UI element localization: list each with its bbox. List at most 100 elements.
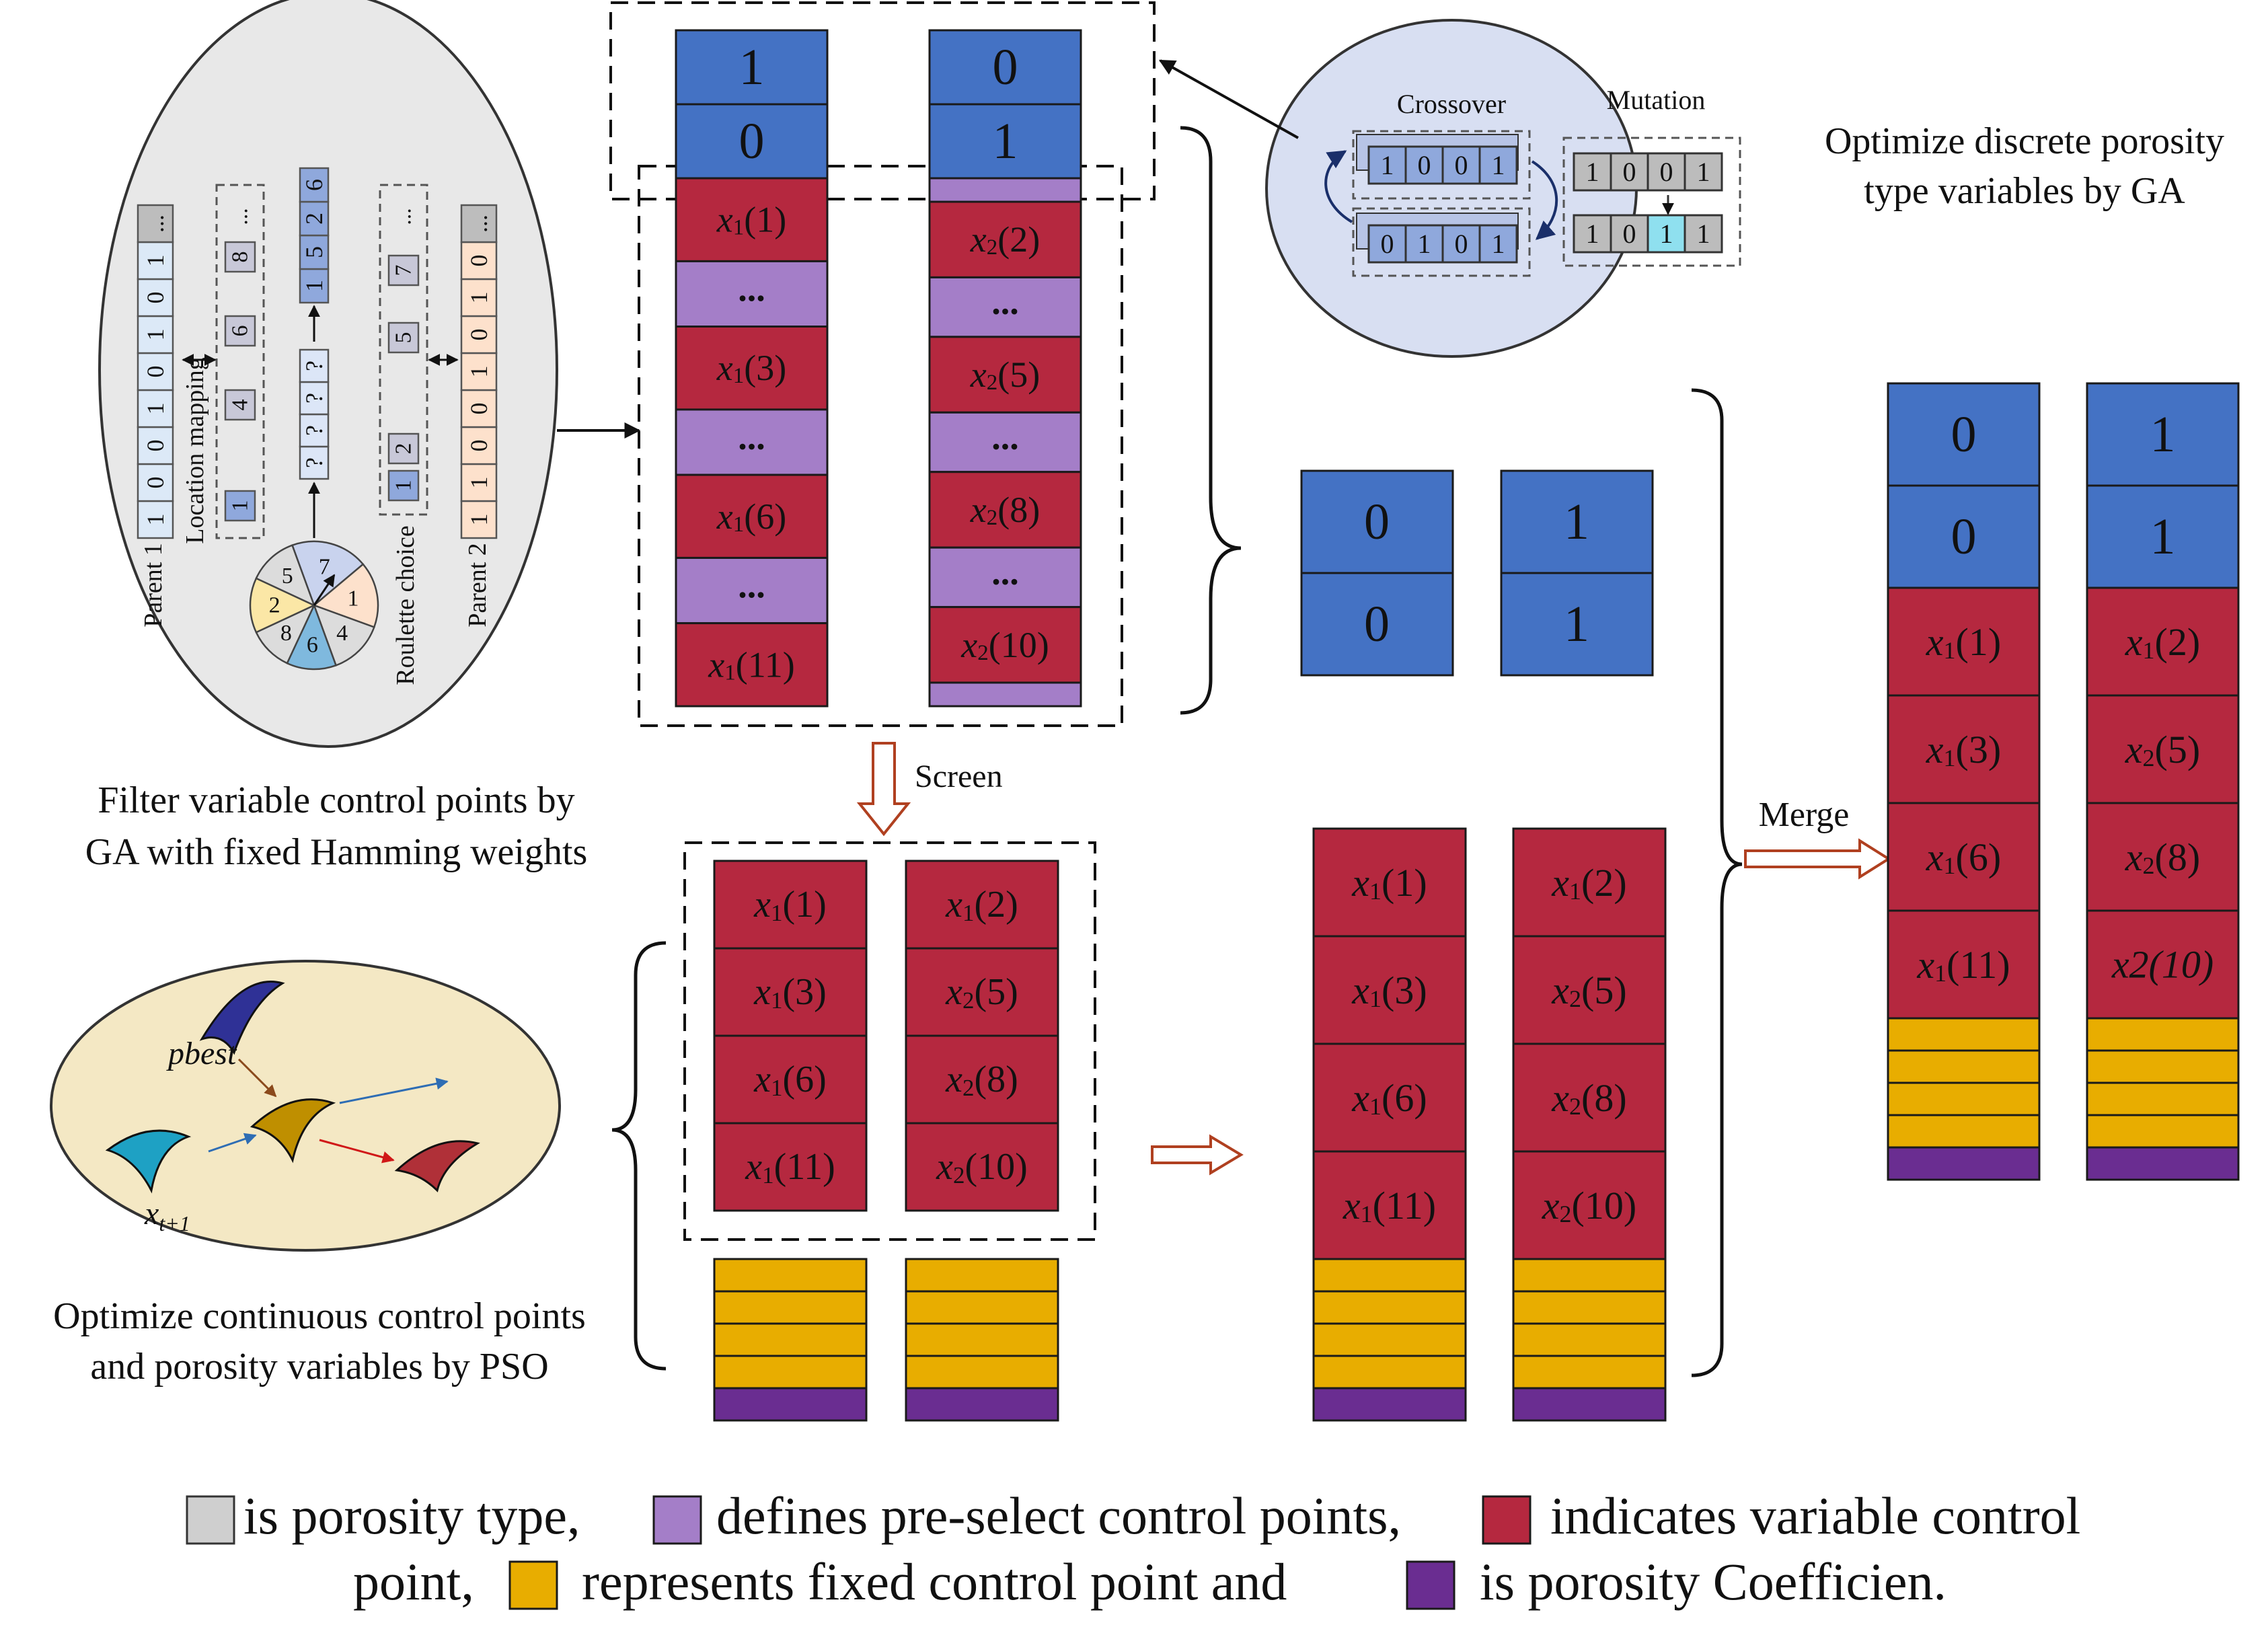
top-right-brace (1180, 126, 1242, 715)
strip-cell-value: 1 (142, 255, 169, 267)
crossover-bit-cell (1478, 224, 1518, 264)
legend-porosity-type: is porosity type, (243, 1486, 580, 1545)
strip-cell-value: 1 (465, 477, 492, 489)
porosity-bit-value: 0 (1951, 508, 1977, 565)
variable-control-point-label: x2(10) (2111, 943, 2214, 987)
variable-control-point-label: x2(2) (970, 219, 1040, 260)
mutation-box (1562, 137, 1741, 267)
fixed-control-point-cell (713, 1322, 868, 1357)
strip-cell (299, 200, 330, 237)
screen-arrow (856, 742, 911, 837)
legend-point: point, (353, 1552, 474, 1611)
ellipsis-label: ... (991, 417, 1019, 457)
variable-control-point-cell (905, 1034, 1059, 1125)
strip-cell-value: ... (465, 215, 492, 233)
preselect-control-point-cell (675, 556, 829, 625)
parent1-label: Parent 1 (139, 543, 167, 628)
pso-brace (611, 941, 667, 1371)
preselect-control-point-cell (928, 276, 1082, 338)
fixed-control-point-cell (1887, 1049, 2041, 1084)
ga-to-bits-arrow (1158, 59, 1299, 139)
parent2-label: Parent 2 (463, 543, 492, 628)
porosity-bit-value: 1 (993, 113, 1018, 169)
variable-control-point-label: x1(11) (1916, 943, 2010, 987)
screened-column-1: x1(1)x1(3)x1(6)x1(11) (713, 860, 868, 1212)
strip-cell (460, 204, 498, 243)
strip-cell-value: 0 (142, 440, 169, 452)
pbest-arrow (237, 1058, 277, 1098)
porosity-bit-cell (928, 29, 1082, 106)
strip-cell (137, 204, 174, 243)
crossover-bit-value: 1 (1492, 229, 1505, 259)
legend-swatch-variable (1482, 1495, 1532, 1545)
mutation-bit-cell (1610, 214, 1649, 254)
preselect-control-point-cell (928, 546, 1082, 609)
roulette-index-value: 5 (391, 332, 416, 344)
strip-cell (137, 426, 174, 465)
fixed-control-point-cell (1887, 1017, 2041, 1052)
wheel-sector-number: 5 (282, 564, 293, 588)
strip-cell-value: 0 (142, 366, 169, 378)
crossover-right-arc (1531, 160, 1558, 240)
variable-control-point-label: x1(2) (2125, 620, 2200, 664)
ga-caption-line1: Optimize discrete porosity (1825, 120, 2224, 162)
fixed-control-point-cell (713, 1258, 868, 1293)
strip-cell-value: ? (301, 425, 328, 436)
merge-brace (1691, 388, 1743, 1377)
screen-label: Screen (915, 759, 1003, 794)
crossover-label: Crossover (1397, 89, 1506, 119)
porosity-bit-value: 1 (1564, 596, 1589, 652)
fixed-control-point-cell (713, 1290, 868, 1325)
fixed-control-point-cell (1512, 1322, 1667, 1357)
porosity-bit-cell (1500, 469, 1654, 574)
variable-control-point-label: x1(2) (1551, 861, 1626, 905)
pso-panel: pbest xt+1 (50, 960, 561, 1252)
filter-caption-line1: Filter variable control points by (98, 780, 574, 821)
crossover-bit-value: 1 (1492, 150, 1505, 180)
roulette-index-cell (387, 254, 420, 287)
ellipsis-label: ... (738, 565, 765, 605)
mapping-dashed-box (215, 184, 265, 539)
variable-control-point-cell (1512, 1150, 1667, 1260)
strip-cell-value: ? (301, 360, 328, 371)
strip-cell-value: 1 (465, 366, 492, 378)
variable-control-point-label: x1(6) (753, 1059, 827, 1101)
strip-cell-value: 1 (465, 514, 492, 526)
strip-cell-value: 2 (301, 213, 328, 225)
screened-column-2: x1(2)x2(5)x2(8)x2(10) (905, 860, 1059, 1212)
strip-cell (299, 268, 330, 304)
variable-control-point-label: x2(8) (1551, 1076, 1626, 1120)
variable-control-point-label: x1(11) (708, 644, 794, 685)
legend-swatch-preselect (652, 1495, 702, 1545)
mapping-index-cell (224, 241, 256, 273)
pso-result-arrow (1151, 1134, 1244, 1176)
mapping-index-cell (224, 389, 256, 421)
strip-cell (137, 241, 174, 280)
crossover-bit-value: 0 (1455, 150, 1468, 180)
variable-control-point-cell (713, 860, 868, 950)
mapping-index-cell (224, 315, 256, 347)
variable-control-point-cell (1887, 909, 2041, 1020)
fixed-control-point-cell (713, 1355, 868, 1390)
ellipsis-label: ... (991, 552, 1019, 592)
variable-control-point-label: x2(5) (2125, 728, 2200, 772)
mutation-bit-value: 0 (1660, 157, 1673, 187)
roulette-index-value: 7 (391, 265, 416, 276)
xt-label: xt+1 (144, 1196, 190, 1235)
roulette-index-value: ... (391, 208, 416, 225)
crossover-bit-value: 1 (1381, 150, 1394, 180)
strip-cell (460, 389, 498, 428)
fixed-control-point-cell (1887, 1081, 2041, 1116)
strip-cell (299, 348, 330, 383)
wheel-sector (249, 577, 316, 634)
wheel-sector-number: 2 (269, 593, 280, 618)
roulette-index-value: 2 (391, 443, 416, 455)
strip-cell-value: 5 (301, 246, 328, 258)
roulette-index-cell (387, 469, 420, 502)
mutation-bit-value: 1 (1697, 219, 1710, 249)
strip-cell-value: 0 (465, 440, 492, 452)
mapping-index-value: 4 (228, 400, 253, 411)
strip-cell-value: ? (301, 393, 328, 404)
